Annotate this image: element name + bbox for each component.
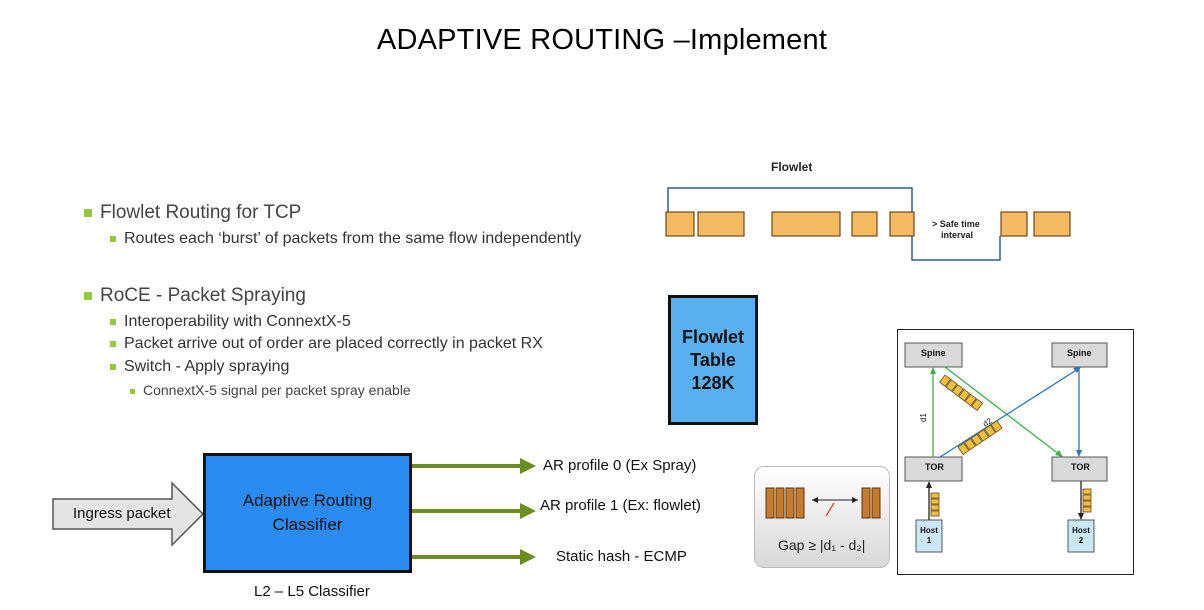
bullet-square-icon	[110, 363, 116, 370]
tor-right-node	[1051, 456, 1108, 482]
spine-left-label: Spine	[921, 348, 946, 358]
gap-arrowhead-left	[812, 497, 818, 503]
bullet-flowlet-routing-sub: Routes each ‘burst’ of packets from the …	[110, 230, 581, 248]
packet-queue-host1	[930, 492, 940, 517]
bullet-square-icon	[110, 318, 116, 325]
packet	[889, 211, 915, 237]
output-label-2: Static hash - ECMP	[556, 548, 687, 565]
packet	[871, 487, 881, 519]
bullet-square-icon	[110, 340, 116, 347]
link-arrowhead	[1078, 513, 1084, 520]
tor-left-label: TOR	[925, 462, 944, 472]
bullet-square-icon	[84, 208, 92, 217]
packet	[771, 211, 841, 237]
spine-right-node	[1051, 342, 1108, 368]
packet	[775, 487, 785, 519]
packet	[851, 211, 878, 237]
spine-right-label: Spine	[1067, 348, 1092, 358]
output-label-1: AR profile 1 (Ex: flowlet)	[540, 497, 701, 514]
packet	[795, 487, 805, 519]
flowlet-table: Flowlet Table 128K	[668, 295, 758, 425]
bullet-square-icon	[110, 235, 116, 242]
classifier-caption: L2 – L5 Classifier	[254, 583, 370, 600]
gap-label: Gap ≥ |d₁ - d₂|	[778, 537, 866, 553]
gap-pointer	[825, 502, 835, 517]
safe-time-bracket	[911, 236, 1001, 261]
bullet-roce-sub2: Packet arrive out of order are placed co…	[110, 335, 543, 353]
spine-left-node	[904, 342, 963, 368]
flowlet-label: Flowlet	[771, 160, 813, 174]
bullet-roce-sub3-sub: ConnextX-5 signal per packet spray enabl…	[130, 382, 411, 398]
link-arrowhead	[930, 367, 936, 374]
bullet-square-icon	[130, 388, 135, 394]
bullet-flowlet-routing: Flowlet Routing for TCP	[84, 202, 301, 224]
output-arrowhead-0	[520, 458, 536, 474]
ingress-packet-label: Ingress packet	[73, 505, 171, 522]
packet-queue-host2	[1082, 488, 1092, 513]
gap-arrowhead-right	[852, 497, 858, 503]
bullet-roce-sub3: Switch - Apply spraying	[110, 358, 289, 376]
packet	[697, 211, 745, 237]
adaptive-routing-classifier: Adaptive Routing Classifier	[203, 453, 412, 573]
flowlet-bracket	[667, 187, 913, 212]
page-title: ADAPTIVE ROUTING –Implement	[376, 24, 828, 56]
packet-queue-upper	[939, 374, 984, 412]
packet	[665, 211, 695, 237]
packet-queue-lower	[957, 420, 1003, 456]
link-arrowhead	[1055, 450, 1063, 457]
output-arrowhead-1	[520, 503, 536, 519]
tor-right-label: TOR	[1071, 462, 1090, 472]
host2-node	[1067, 519, 1095, 553]
packet	[765, 487, 775, 519]
bullet-roce: RoCE - Packet Spraying	[84, 285, 306, 307]
packet	[1000, 211, 1028, 237]
bullet-roce-sub1: Interoperability with ConnextX-5	[110, 313, 351, 331]
packet	[785, 487, 795, 519]
packet	[861, 487, 871, 519]
link-spine-tor-green	[944, 366, 1061, 456]
ingress-arrow	[52, 481, 205, 547]
host1-node	[915, 519, 943, 553]
safe-time-label: > Safe time interval	[932, 219, 980, 240]
link-arrowhead	[926, 481, 932, 488]
d1-label: d1	[918, 413, 928, 422]
link-tor-spine-blue	[939, 368, 1079, 458]
output-label-0: AR profile 0 (Ex Spray)	[543, 457, 697, 474]
link-arrowhead	[1076, 450, 1082, 457]
output-arrowhead-2	[520, 549, 536, 565]
bullet-square-icon	[84, 291, 92, 300]
packet	[1033, 211, 1071, 237]
